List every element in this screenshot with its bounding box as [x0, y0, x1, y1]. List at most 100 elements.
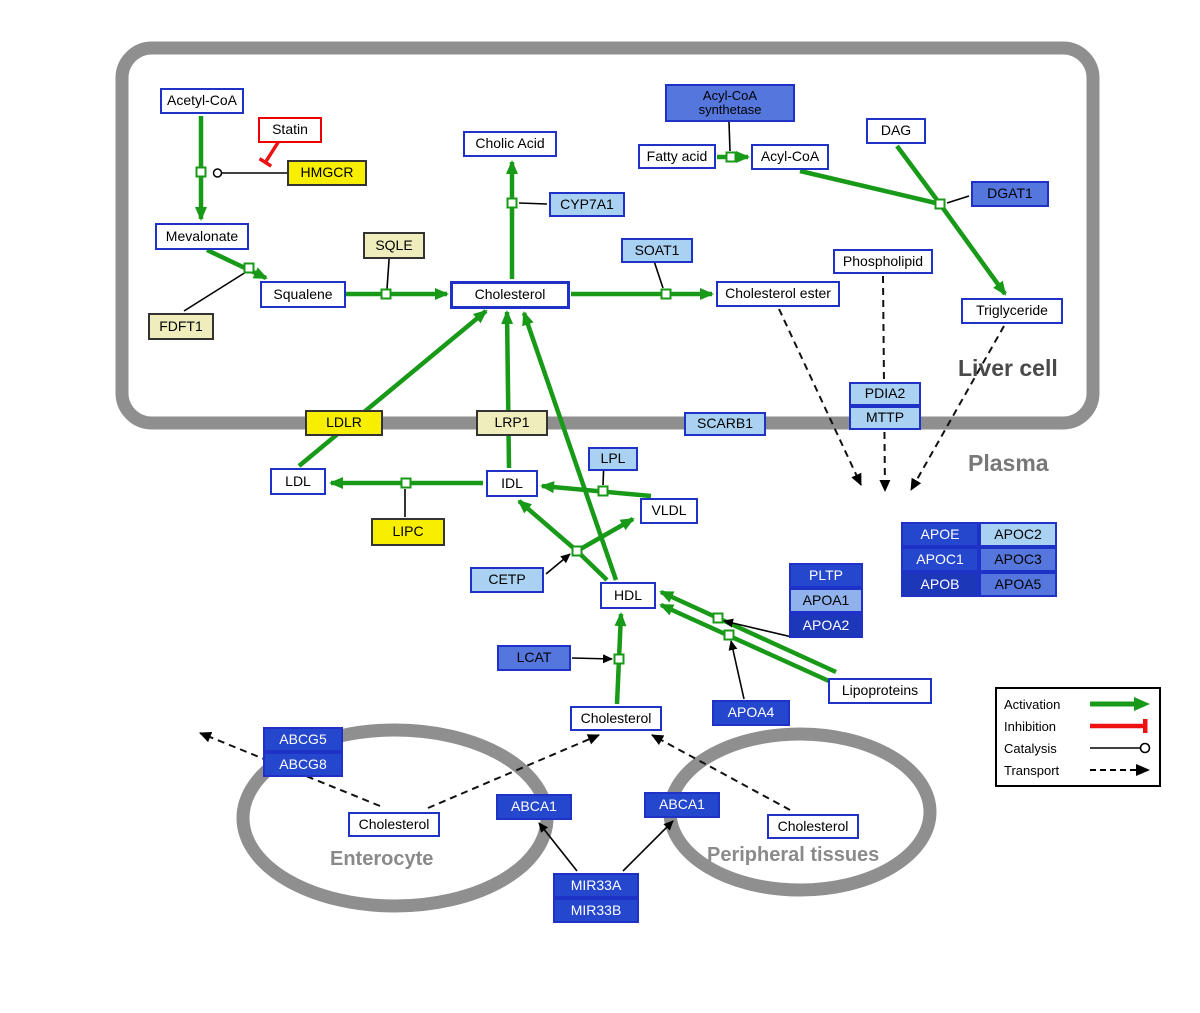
node-scarb1[interactable]: SCARB1 — [684, 412, 766, 436]
node-lrp1[interactable]: LRP1 — [476, 410, 548, 436]
node-lipc[interactable]: LIPC — [371, 518, 445, 546]
reaction-node — [195, 166, 207, 178]
catalysis-lcat — [571, 654, 613, 664]
liver-cell-label: Liver cell — [958, 355, 1058, 381]
node-hmgcr[interactable]: HMGCR — [287, 160, 367, 186]
reaction-node — [723, 629, 735, 641]
transport-dashed-arrow-icon — [1090, 764, 1150, 776]
node-cetp[interactable]: CETP — [470, 567, 544, 593]
legend-transport-label: Transport — [1004, 762, 1060, 778]
connector-apolipoprotein-stack — [723, 618, 793, 638]
edge-ldl-ldlr-cholesterol — [297, 309, 488, 468]
node-lcat[interactable]: LCAT — [497, 645, 571, 671]
node-cholesterol-ester[interactable]: Cholesterol ester — [716, 281, 840, 307]
reaction-node — [660, 288, 672, 300]
node-abcg5[interactable]: ABCG5 — [263, 727, 343, 752]
node-mttp[interactable]: MTTP — [849, 406, 921, 430]
edge-junction-triglyceride — [938, 202, 1007, 296]
node-cholesterol-liver[interactable]: Cholesterol — [450, 281, 570, 309]
edge-cetp-fork-idl — [517, 499, 579, 553]
node-soat1[interactable]: SOAT1 — [621, 238, 693, 263]
node-lipoproteins[interactable]: Lipoproteins — [828, 678, 932, 704]
node-apob[interactable]: APOB — [901, 572, 979, 597]
catalysis-acylcoa-synthetase — [728, 121, 731, 152]
edge-lipoproteins-hdl-lower — [659, 602, 841, 689]
node-cholesterol-plasma[interactable]: Cholesterol — [570, 706, 662, 731]
node-statin[interactable]: Statin — [258, 117, 322, 143]
reaction-node — [506, 197, 518, 209]
node-abca1-enterocyte[interactable]: ABCA1 — [496, 794, 572, 820]
catalysis-cetp — [545, 553, 571, 575]
node-vldl[interactable]: VLDL — [640, 498, 698, 524]
node-mir33a[interactable]: MIR33A — [553, 873, 639, 898]
node-apoe[interactable]: APOE — [901, 522, 979, 547]
node-apoa5[interactable]: APOA5 — [979, 572, 1057, 597]
node-abcg8[interactable]: ABCG8 — [263, 752, 343, 777]
node-dag[interactable]: DAG — [866, 118, 926, 144]
legend-activation-label: Activation — [1004, 696, 1061, 712]
node-pltp[interactable]: PLTP — [789, 563, 863, 588]
node-cholic-acid[interactable]: Cholic Acid — [463, 131, 557, 157]
reaction-node — [380, 288, 392, 300]
node-apoc2[interactable]: APOC2 — [979, 522, 1057, 547]
transport-triglyceride — [910, 325, 1005, 491]
node-mir33b[interactable]: MIR33B — [553, 898, 639, 923]
reaction-node — [400, 477, 412, 489]
reaction-node — [597, 485, 609, 497]
node-ldlr[interactable]: LDLR — [305, 410, 383, 436]
legend-row-transport: Transport — [1004, 760, 1152, 780]
enterocyte-label: Enterocyte — [330, 848, 434, 870]
node-apoc1[interactable]: APOC1 — [901, 547, 979, 572]
legend: Activation Inhibition Catalysis Transpor… — [995, 687, 1161, 787]
liver-cell-membrane — [115, 41, 1100, 430]
reaction-node — [934, 198, 946, 210]
transport-cholesterol-ester — [778, 308, 862, 486]
connector-apoa4 — [728, 640, 745, 700]
reaction-node — [243, 262, 255, 274]
node-lpl[interactable]: LPL — [588, 447, 638, 471]
node-apoc3[interactable]: APOC3 — [979, 547, 1057, 572]
node-acyl-coa[interactable]: Acyl-CoA — [751, 144, 829, 170]
edge-vldl-idl — [540, 481, 652, 499]
node-dgat1[interactable]: DGAT1 — [971, 181, 1049, 207]
reaction-node — [571, 545, 583, 557]
node-apoa2[interactable]: APOA2 — [789, 613, 863, 638]
node-acyl-coa-synthetase[interactable]: Acyl-CoA synthetase — [665, 84, 795, 122]
reaction-node — [712, 612, 724, 624]
node-phospholipid[interactable]: Phospholipid — [833, 249, 933, 274]
node-apoa4[interactable]: APOA4 — [712, 700, 790, 726]
legend-row-activation: Activation — [1004, 694, 1152, 714]
node-fatty-acid[interactable]: Fatty acid — [638, 144, 716, 169]
node-fdft1[interactable]: FDFT1 — [148, 313, 214, 340]
catalysis-fdft1 — [183, 271, 247, 312]
node-cyp7a1[interactable]: CYP7A1 — [549, 192, 625, 217]
node-apoa1[interactable]: APOA1 — [789, 588, 863, 613]
edge-lipoproteins-hdl-upper — [659, 589, 837, 675]
node-idl[interactable]: IDL — [486, 470, 538, 497]
node-triglyceride[interactable]: Triglyceride — [961, 298, 1063, 324]
legend-inhibition-label: Inhibition — [1004, 718, 1057, 734]
node-pdia2[interactable]: PDIA2 — [849, 382, 921, 406]
node-ldl[interactable]: LDL — [270, 468, 326, 495]
edge-mevalonate-squalene — [206, 247, 268, 281]
reaction-node — [613, 653, 625, 665]
node-sqle[interactable]: SQLE — [363, 232, 425, 259]
transport-enterocyte-abca1 — [427, 734, 600, 809]
node-acetyl-coa[interactable]: Acetyl-CoA — [160, 88, 244, 114]
node-squalene[interactable]: Squalene — [260, 281, 346, 308]
catalysis-circle-icon — [1090, 742, 1151, 754]
catalysis-cyp7a1 — [518, 202, 548, 205]
reaction-node — [725, 151, 737, 163]
edge-acylcoa-dgat1-junction — [799, 168, 941, 207]
inhibition-tbar-icon — [1090, 719, 1148, 733]
node-abca1-peripheral[interactable]: ABCA1 — [644, 792, 720, 818]
node-cholesterol-enterocyte[interactable]: Cholesterol — [348, 812, 440, 837]
node-cholesterol-peripheral[interactable]: Cholesterol — [767, 814, 859, 839]
node-hdl[interactable]: HDL — [600, 582, 656, 609]
node-mevalonate[interactable]: Mevalonate — [155, 223, 249, 250]
legend-row-catalysis: Catalysis — [1004, 738, 1152, 758]
edge-cetp-fork-vldl — [575, 517, 635, 553]
transport-peripheral-abca1 — [651, 734, 791, 811]
